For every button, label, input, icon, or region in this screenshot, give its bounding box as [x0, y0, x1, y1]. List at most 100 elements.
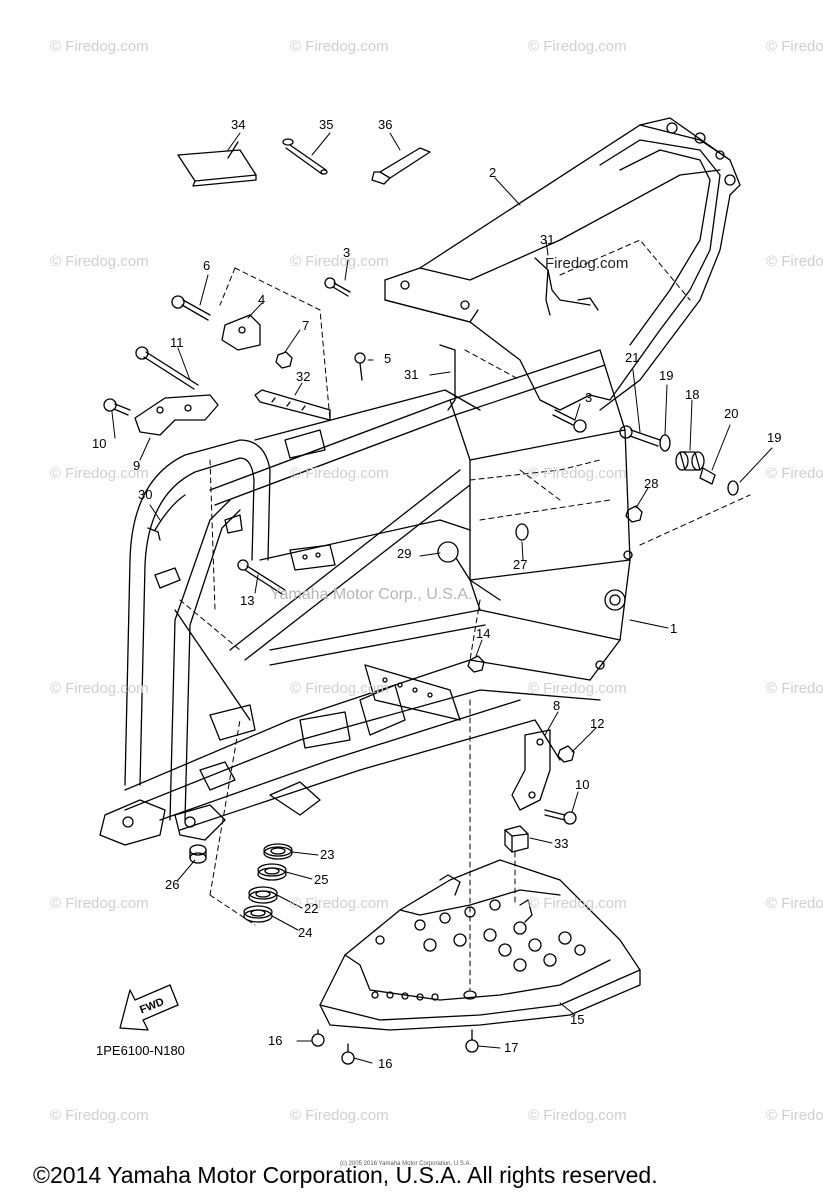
part-20-spacer [699, 467, 716, 485]
callout-6: 6 [203, 258, 211, 273]
callout-16-left: 16 [268, 1033, 283, 1048]
callout-19-upper: 19 [659, 368, 674, 383]
part-4-bracket [221, 314, 261, 351]
callout-33: 33 [554, 836, 569, 851]
watermark: © Firedog.com [766, 465, 823, 482]
callout-31-lower: 31 [404, 367, 419, 382]
part-10-bolt-left [103, 398, 131, 416]
callout-9: 9 [133, 458, 141, 473]
tiny-notice: (c) 2005 2016 Yamaha Motor Corporation, … [340, 1161, 472, 1167]
part-29-cap [437, 541, 501, 601]
part-28-nut [625, 505, 643, 523]
part-14-nut [467, 655, 485, 673]
callout-32: 32 [296, 369, 311, 384]
callout-3-lower: 3 [585, 390, 593, 405]
watermark: © Firedog.com [528, 1107, 627, 1124]
part-21-bolt [619, 425, 661, 447]
part-10-bolt-right [544, 809, 577, 825]
callout-24: 24 [298, 925, 313, 940]
part-27-plug [515, 523, 529, 541]
callout-23: 23 [320, 847, 335, 862]
watermark: © Firedog.com [766, 680, 823, 697]
callout-8: 8 [553, 698, 561, 713]
callout-12: 12 [590, 716, 605, 731]
watermark: © Firedog.com [50, 38, 149, 55]
copyright-notice: ©2014 Yamaha Motor Corporation, U.S.A. A… [33, 1162, 658, 1188]
part-7-nut [275, 351, 293, 369]
model-code: 1PE6100-N180 [96, 1043, 185, 1058]
part-31-wire [534, 257, 599, 316]
callout-4: 4 [258, 292, 266, 307]
callout-30: 30 [138, 487, 153, 502]
part-34-plate [177, 141, 257, 187]
callout-25: 25 [314, 872, 329, 887]
callout-14: 14 [476, 626, 491, 641]
watermark: © Firedog.com [528, 895, 627, 912]
callout-15: 15 [570, 1012, 585, 1027]
part-8-bracket [511, 729, 551, 811]
part-22-seal [248, 886, 278, 904]
callout-13: 13 [240, 593, 255, 608]
part-2-subframe [384, 117, 741, 411]
part-1-main-frame [99, 349, 633, 846]
part-25-seal [257, 863, 287, 881]
watermark: © Firedog.com [766, 1107, 823, 1124]
part-24-seal [243, 905, 273, 923]
part-26-bushing [189, 844, 207, 864]
watermark: © Firedog.com [528, 38, 627, 55]
watermark: © Firedog.com [766, 38, 823, 55]
firedog-inline-label: Firedog.com [545, 255, 629, 272]
part-16-screw-left [311, 1029, 325, 1047]
part-23-seal [263, 843, 293, 860]
callout-10-left: 10 [92, 436, 107, 451]
part-15-skid-plate [319, 859, 641, 1031]
callout-26: 26 [165, 877, 180, 892]
callout-35: 35 [319, 117, 334, 132]
callout-7: 7 [302, 318, 310, 333]
part-16-screw-center [341, 1043, 355, 1065]
part-3-bolt-lower [552, 409, 587, 433]
part-19-washer [659, 434, 671, 452]
part-32-strip [254, 389, 331, 421]
part-12-nut [557, 745, 575, 763]
callout-11: 11 [170, 335, 184, 350]
watermark: © Firedog.com [50, 1107, 149, 1124]
part-36-strap [371, 147, 431, 185]
watermark: © Firedog.com [50, 253, 149, 270]
callout-21: 21 [625, 350, 640, 365]
callout-10-right: 10 [575, 777, 590, 792]
part-13-bolt [237, 559, 286, 595]
mid-watermark: Yamaha Motor Corp., U.S.A. [270, 586, 473, 603]
callout-22: 22 [304, 901, 319, 916]
callout-3-upper: 3 [343, 245, 351, 260]
fwd-label: FWD [138, 996, 166, 1017]
watermark: © Firedog.com [50, 680, 149, 697]
part-18-collar [675, 451, 705, 471]
callout-18: 18 [685, 387, 700, 402]
callout-28: 28 [644, 476, 659, 491]
callout-36: 36 [378, 117, 393, 132]
part-6-bolt [171, 295, 211, 321]
watermark: © Firedog.com [290, 895, 389, 912]
watermark: © Firedog.com [766, 895, 823, 912]
part-30-tie [147, 494, 186, 541]
callout-5: 5 [384, 351, 392, 366]
part-33-block [504, 825, 529, 853]
watermark: © Firedog.com [290, 38, 389, 55]
watermark: © Firedog.com [290, 680, 389, 697]
callout-27: 27 [513, 557, 528, 572]
watermark: © Firedog.com [290, 465, 389, 482]
part-35-pin [282, 138, 328, 175]
callout-31-upper: 31 [540, 232, 555, 247]
callout-20: 20 [724, 406, 739, 421]
callout-2: 2 [489, 165, 497, 180]
watermark: © Firedog.com [528, 465, 627, 482]
watermark: © Firedog.com [50, 895, 149, 912]
part-9-bracket [134, 394, 219, 436]
watermark: © Firedog.com [528, 680, 627, 697]
part-19-washer-outer [727, 480, 739, 496]
callout-34: 34 [231, 117, 246, 132]
watermark: © Firedog.com [290, 1107, 389, 1124]
part-3-bolt-upper [324, 277, 351, 297]
